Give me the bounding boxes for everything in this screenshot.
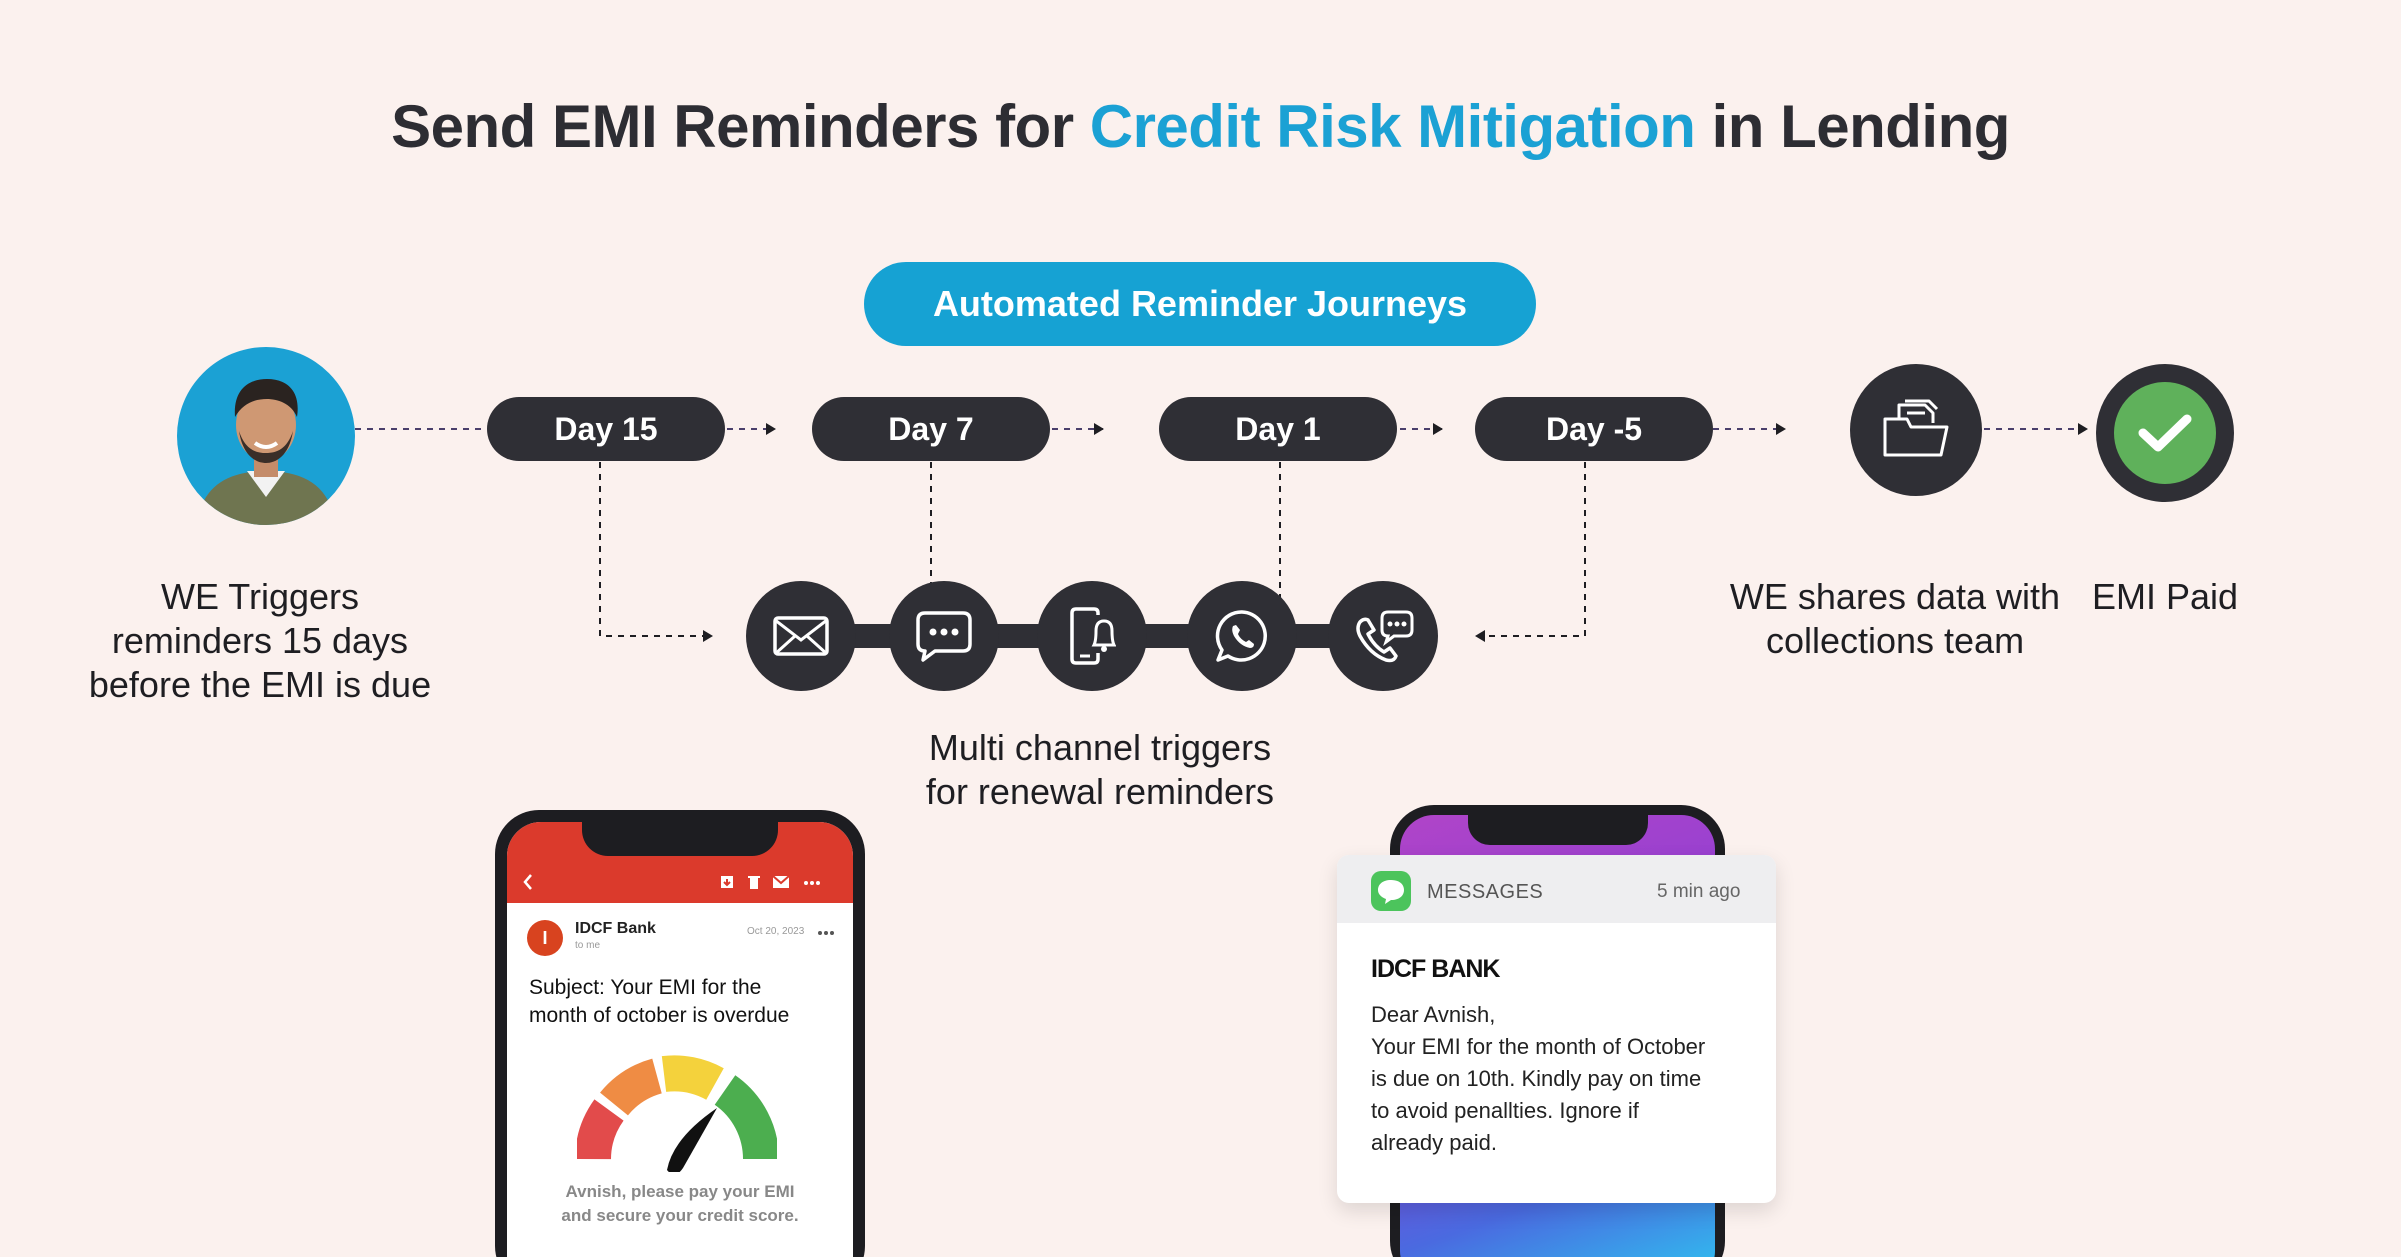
email-body: Avnish, please pay your EMI and secure y… [507, 1180, 853, 1228]
email-subject-line1: Subject: Your EMI for the [529, 976, 762, 999]
email-channel [746, 581, 856, 691]
email-icon [773, 616, 829, 656]
archive-icon[interactable] [719, 874, 735, 890]
collections-label-line2: collections team [1765, 620, 2025, 661]
emi-paid-label: EMI Paid [2091, 576, 2239, 617]
push-notification-icon [1070, 607, 1116, 665]
multichannel-label-line1: Multi channel triggers [928, 727, 1272, 768]
automated-journeys-banner: Automated Reminder Journeys [864, 262, 1536, 346]
page-title: Send EMI Reminders for Credit Risk Mitig… [0, 92, 2401, 161]
sms-line-2: Your EMI for the month of October [1371, 1034, 1706, 1059]
mail-icon[interactable] [772, 875, 790, 889]
day-minus-5-step: Day -5 [1475, 397, 1713, 461]
back-arrow-icon[interactable] [521, 872, 535, 892]
collections-label-line1: WE shares data with [1729, 576, 2061, 617]
title-prefix: Send EMI Reminders for [391, 93, 1090, 160]
messages-app-icon [1371, 871, 1411, 911]
call-channel [1328, 581, 1438, 691]
email-body-line2: and secure your credit score. [561, 1206, 799, 1225]
trigger-label-line3: before the EMI is due [88, 664, 432, 705]
sender-name: IDCF Bank [575, 920, 656, 937]
sms-sender: IDCF BANK [1371, 955, 1500, 983]
trigger-label-line1: WE Triggers [160, 576, 360, 617]
app-name: MESSAGES [1427, 881, 1544, 903]
sms-icon [916, 611, 972, 662]
multichannel-label: Multi channel triggers for renewal remin… [880, 726, 1320, 814]
trigger-label: WE Triggers reminders 15 days before the… [60, 575, 460, 707]
check-icon [2138, 414, 2192, 452]
delete-icon[interactable] [747, 874, 761, 890]
trigger-label-line2: reminders 15 days [111, 620, 409, 661]
call-icon [1356, 610, 1414, 663]
sms-body: Dear Avnish, Your EMI for the month of O… [1371, 999, 1766, 1159]
sender-avatar: I [527, 920, 563, 956]
notification-time: 5 min ago [1657, 881, 1741, 902]
email-body-line1: Avnish, please pay your EMI [565, 1182, 795, 1201]
phone-notch [1468, 815, 1648, 845]
person-icon [197, 379, 335, 525]
sms-notification-card[interactable]: MESSAGES 5 min ago IDCF BANK Dear Avnish… [1337, 855, 1776, 1203]
email-phone-mockup: I IDCF Bank to me Oct 20, 2023 Subject: … [495, 810, 865, 1257]
more-icon[interactable] [803, 880, 821, 886]
push-channel [1037, 581, 1147, 691]
collections-node [1850, 364, 1982, 496]
email-options-icon[interactable] [817, 930, 835, 936]
email-subject-line2: month of october is overdue [529, 1004, 790, 1027]
multichannel-label-line2: for renewal reminders [925, 771, 1275, 812]
title-suffix: in Lending [1695, 93, 2011, 160]
customer-avatar [177, 347, 355, 525]
whatsapp-channel [1187, 581, 1297, 691]
day-1-step: Day 1 [1159, 397, 1397, 461]
phone-notch [582, 822, 778, 856]
sms-line-5: already paid. [1371, 1130, 1497, 1155]
folder-icon [1883, 399, 1949, 457]
chat-bubble-icon [1378, 880, 1404, 904]
whatsapp-icon [1215, 610, 1267, 662]
day-15-step: Day 15 [487, 397, 725, 461]
title-highlight: Credit Risk Mitigation [1089, 93, 1696, 160]
sms-line-1: Dear Avnish, [1371, 1002, 1496, 1027]
day-7-step: Day 7 [812, 397, 1050, 461]
recipient-text: to me [575, 940, 601, 951]
credit-score-gauge-icon [577, 1055, 777, 1172]
email-screen: I IDCF Bank to me Oct 20, 2023 Subject: … [507, 822, 853, 1257]
collections-label: WE shares data with collections team [1700, 575, 2090, 663]
email-date: Oct 20, 2023 [747, 926, 805, 937]
email-subject: Subject: Your EMI for the month of octob… [529, 974, 849, 1030]
sms-channel [889, 581, 999, 691]
sms-line-3: is due on 10th. Kindly pay on time [1371, 1066, 1702, 1091]
sms-line-4: to avoid penallties. Ignore if [1371, 1098, 1639, 1123]
emi-paid-node [2096, 364, 2234, 502]
check-circle-icon [2114, 382, 2216, 484]
